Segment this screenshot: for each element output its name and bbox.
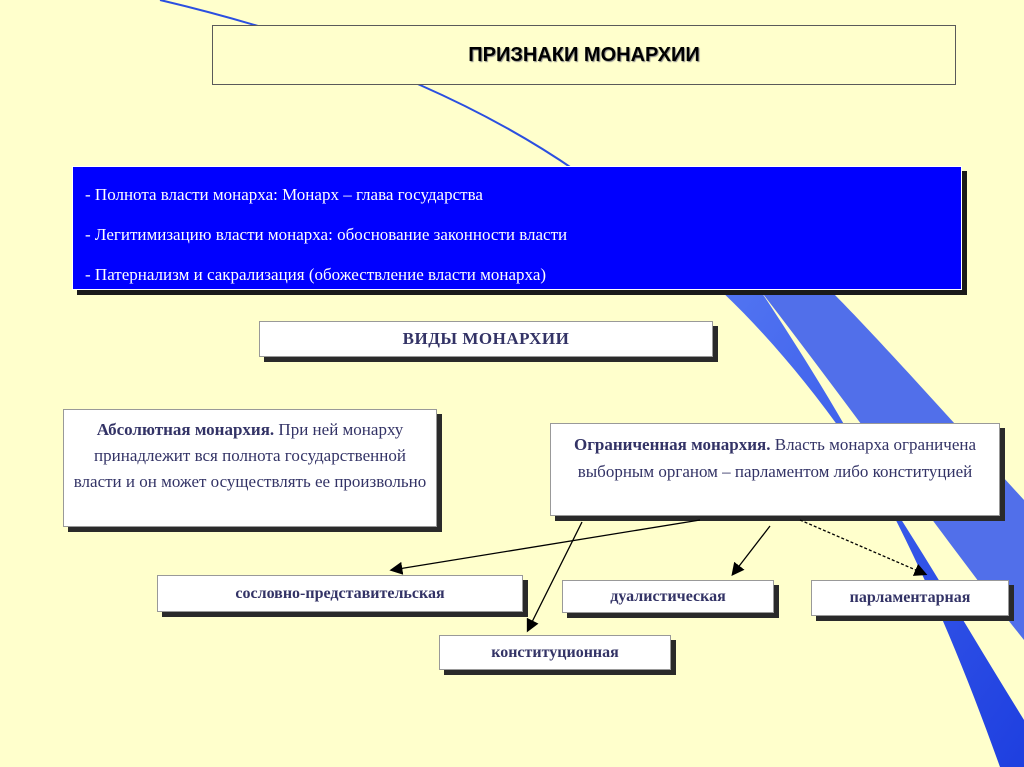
- feature-item: - Патернализм и сакрализация (обожествле…: [85, 265, 547, 284]
- dualistic-label: дуалистическая: [610, 587, 726, 605]
- types-heading-box: ВИДЫ МОНАРХИИ: [259, 321, 713, 357]
- absolute-monarchy-box: Абсолютная монархия. При ней монарху при…: [63, 409, 437, 527]
- types-heading: ВИДЫ МОНАРХИИ: [402, 329, 570, 348]
- estate-label: сословно-представительская: [235, 584, 445, 602]
- absolute-text: При ней монарху принадлежит вся полнота …: [73, 420, 427, 491]
- dualistic-monarchy-box: дуалистическая: [562, 580, 774, 613]
- limited-term: Ограниченная монархия.: [573, 435, 771, 454]
- features-box: - Полнота власти монарха: Монарх – глава…: [72, 166, 962, 290]
- constitutional-label: конституционная: [491, 643, 619, 661]
- title-box: ПРИЗНАКИ МОНАРХИИ: [212, 25, 956, 85]
- constitutional-monarchy-box: конституционная: [439, 635, 671, 670]
- page-title: ПРИЗНАКИ МОНАРХИИ: [468, 43, 700, 66]
- parliamentary-label: парламентарная: [849, 589, 971, 606]
- estate-monarchy-box: сословно-представительская: [157, 575, 523, 612]
- feature-item: - Полнота власти монарха: Монарх – глава…: [85, 185, 483, 204]
- limited-text: Власть монарха ограничена выборным орган…: [577, 435, 977, 481]
- feature-item: - Легитимизацию власти монарха: обоснова…: [85, 225, 568, 244]
- parliamentary-monarchy-box: парламентарная: [811, 580, 1009, 616]
- limited-monarchy-box: Ограниченная монархия. Власть монарха ог…: [550, 423, 1000, 516]
- absolute-term: Абсолютная монархия.: [96, 420, 275, 439]
